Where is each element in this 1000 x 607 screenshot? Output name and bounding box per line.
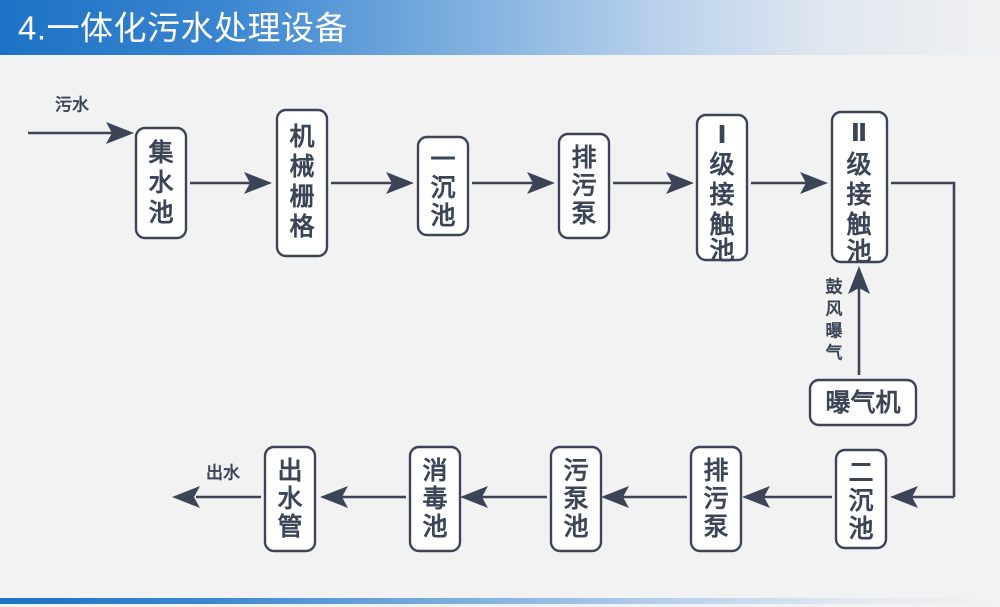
node-sewage-pump-top-box bbox=[557, 132, 611, 240]
node-primary-settling-tank[interactable]: 一 沉 池 bbox=[416, 135, 470, 237]
node-sewage-pump-top[interactable]: 排 污 泵 bbox=[557, 132, 611, 240]
edge-contact-tank-1-to-2 bbox=[751, 172, 828, 194]
node-contact-tank-2-char-3: 触 bbox=[846, 211, 871, 239]
node-sewage-pump-bottom[interactable]: 排 污 泵 bbox=[689, 445, 743, 553]
node-collection-tank-box bbox=[134, 126, 188, 240]
node-mechanical-grille-char-3: 格 bbox=[289, 212, 315, 241]
node-sludge-pump-tank-char-0: 污 bbox=[563, 457, 588, 485]
node-outlet-pipe-box bbox=[263, 445, 317, 553]
bottom-accent-bar bbox=[0, 598, 1000, 604]
node-outlet-pipe-char-2: 管 bbox=[277, 512, 302, 541]
node-collection-tank[interactable]: 集 水 池 bbox=[134, 126, 188, 240]
svg-text:鼓: 鼓 bbox=[826, 277, 844, 297]
node-sewage-pump-bottom-char-2: 泵 bbox=[703, 513, 728, 541]
edge-disinfection-to-outlet-pipe bbox=[320, 486, 406, 508]
edge-sludge-pump-tank-to-disinfection bbox=[460, 486, 547, 508]
edge-collection-to-grille bbox=[190, 172, 272, 194]
node-contact-tank-2-box bbox=[830, 110, 889, 264]
inlet-label: 污水 bbox=[55, 95, 90, 115]
node-disinfection-tank-char-2: 池 bbox=[422, 513, 447, 541]
node-sludge-pump-tank-char-1: 泵 bbox=[563, 485, 588, 513]
node-secondary-settling-tank[interactable]: 二 沉 池 bbox=[834, 448, 888, 550]
node-disinfection-tank-char-1: 毒 bbox=[422, 485, 447, 513]
node-mechanical-grille-box bbox=[275, 108, 329, 258]
node-contact-tank-1-char-4: 池 bbox=[709, 237, 734, 265]
edge-sewage-pump-to-sludge-pump-tank bbox=[601, 486, 687, 508]
node-contact-tank-1-char-1: 级 bbox=[709, 150, 734, 179]
node-disinfection-tank[interactable]: 消 毒 池 bbox=[408, 445, 462, 553]
node-collection-tank-char-2: 池 bbox=[148, 199, 173, 227]
node-outlet-pipe[interactable]: 出 水 管 bbox=[263, 445, 317, 553]
node-sewage-pump-top-char-0: 排 bbox=[571, 144, 596, 172]
edge-secondary-settling-to-sewage-pump bbox=[742, 486, 832, 508]
node-aerator-label: 曝气机 bbox=[825, 388, 900, 417]
edge-inlet-to-collection-tank bbox=[28, 122, 134, 144]
node-sewage-pump-top-char-1: 污 bbox=[571, 172, 596, 200]
node-mechanical-grille[interactable]: 机 械 栅 格 bbox=[275, 108, 329, 258]
node-sewage-pump-bottom-char-1: 污 bbox=[703, 485, 728, 513]
node-contact-tank-1-box bbox=[695, 113, 749, 262]
node-contact-tank-2[interactable]: Ⅱ 级 接 触 池 bbox=[830, 110, 889, 266]
node-contact-tank-1-char-3: 触 bbox=[709, 211, 734, 239]
node-aerator-box bbox=[808, 378, 918, 427]
edge-contact-tank-2-to-secondary-settling bbox=[890, 181, 956, 508]
node-contact-tank-2-char-2: 接 bbox=[846, 181, 871, 209]
node-outlet-pipe-char-1: 水 bbox=[277, 485, 303, 513]
edge-primary-settling-to-pump bbox=[472, 172, 555, 194]
node-sewage-pump-top-char-2: 泵 bbox=[571, 200, 596, 228]
page-title: 4.一体化污水处理设备 bbox=[18, 9, 349, 46]
node-mechanical-grille-char-1: 械 bbox=[289, 153, 314, 181]
edge-grille-to-primary-settling bbox=[331, 172, 414, 194]
edge-aerator-to-contact-tank-2 bbox=[848, 266, 870, 375]
node-primary-settling-tank-char-1: 沉 bbox=[430, 174, 455, 202]
process-flow-diagram: 污水 集 水 池 机 械 栅 格 bbox=[28, 95, 956, 553]
node-disinfection-tank-box bbox=[408, 445, 462, 553]
node-contact-tank-1-char-0: Ⅰ bbox=[717, 121, 726, 149]
node-secondary-settling-tank-box bbox=[834, 448, 888, 550]
node-mechanical-grille-char-2: 栅 bbox=[289, 183, 314, 211]
node-disinfection-tank-char-0: 消 bbox=[422, 457, 447, 485]
node-mechanical-grille-char-0: 机 bbox=[289, 123, 314, 151]
node-secondary-settling-tank-char-0: 二 bbox=[848, 459, 873, 487]
node-contact-tank-2-char-4: 池 bbox=[846, 238, 871, 266]
node-contact-tank-1-char-2: 接 bbox=[709, 181, 734, 209]
node-sludge-pump-tank-box bbox=[549, 445, 603, 553]
node-contact-tank-2-char-1: 级 bbox=[846, 150, 871, 179]
header-banner: 4.一体化污水处理设备 bbox=[0, 0, 1000, 55]
node-secondary-settling-tank-char-1: 沉 bbox=[848, 487, 873, 515]
node-secondary-settling-tank-char-2: 池 bbox=[848, 515, 873, 543]
edge-pump-to-contact-tank-1 bbox=[613, 172, 694, 194]
node-contact-tank-2-char-0: Ⅱ bbox=[851, 119, 867, 147]
node-primary-settling-tank-char-0: 一 bbox=[430, 146, 455, 174]
edge-outlet-pipe-to-outlet bbox=[172, 486, 261, 508]
outlet-label: 出水 bbox=[206, 463, 241, 483]
blower-aeration-label: 鼓 风 曝 气 bbox=[825, 277, 844, 363]
node-collection-tank-char-0: 集 bbox=[147, 138, 174, 167]
svg-text:风: 风 bbox=[826, 300, 843, 319]
node-sludge-pump-tank-char-2: 池 bbox=[563, 513, 588, 541]
node-primary-settling-tank-char-2: 池 bbox=[430, 202, 455, 230]
node-primary-settling-tank-box bbox=[416, 135, 470, 237]
svg-text:气: 气 bbox=[825, 343, 843, 363]
node-aerator[interactable]: 曝气机 bbox=[808, 378, 918, 427]
node-collection-tank-char-1: 水 bbox=[148, 169, 174, 197]
svg-text:曝: 曝 bbox=[826, 322, 843, 341]
node-outlet-pipe-char-0: 出 bbox=[277, 457, 302, 485]
node-sludge-pump-tank[interactable]: 污 泵 池 bbox=[549, 445, 603, 553]
node-sewage-pump-bottom-char-0: 排 bbox=[703, 457, 728, 485]
node-contact-tank-1[interactable]: Ⅰ 级 接 触 池 bbox=[695, 113, 749, 265]
node-sewage-pump-bottom-box bbox=[689, 445, 743, 553]
